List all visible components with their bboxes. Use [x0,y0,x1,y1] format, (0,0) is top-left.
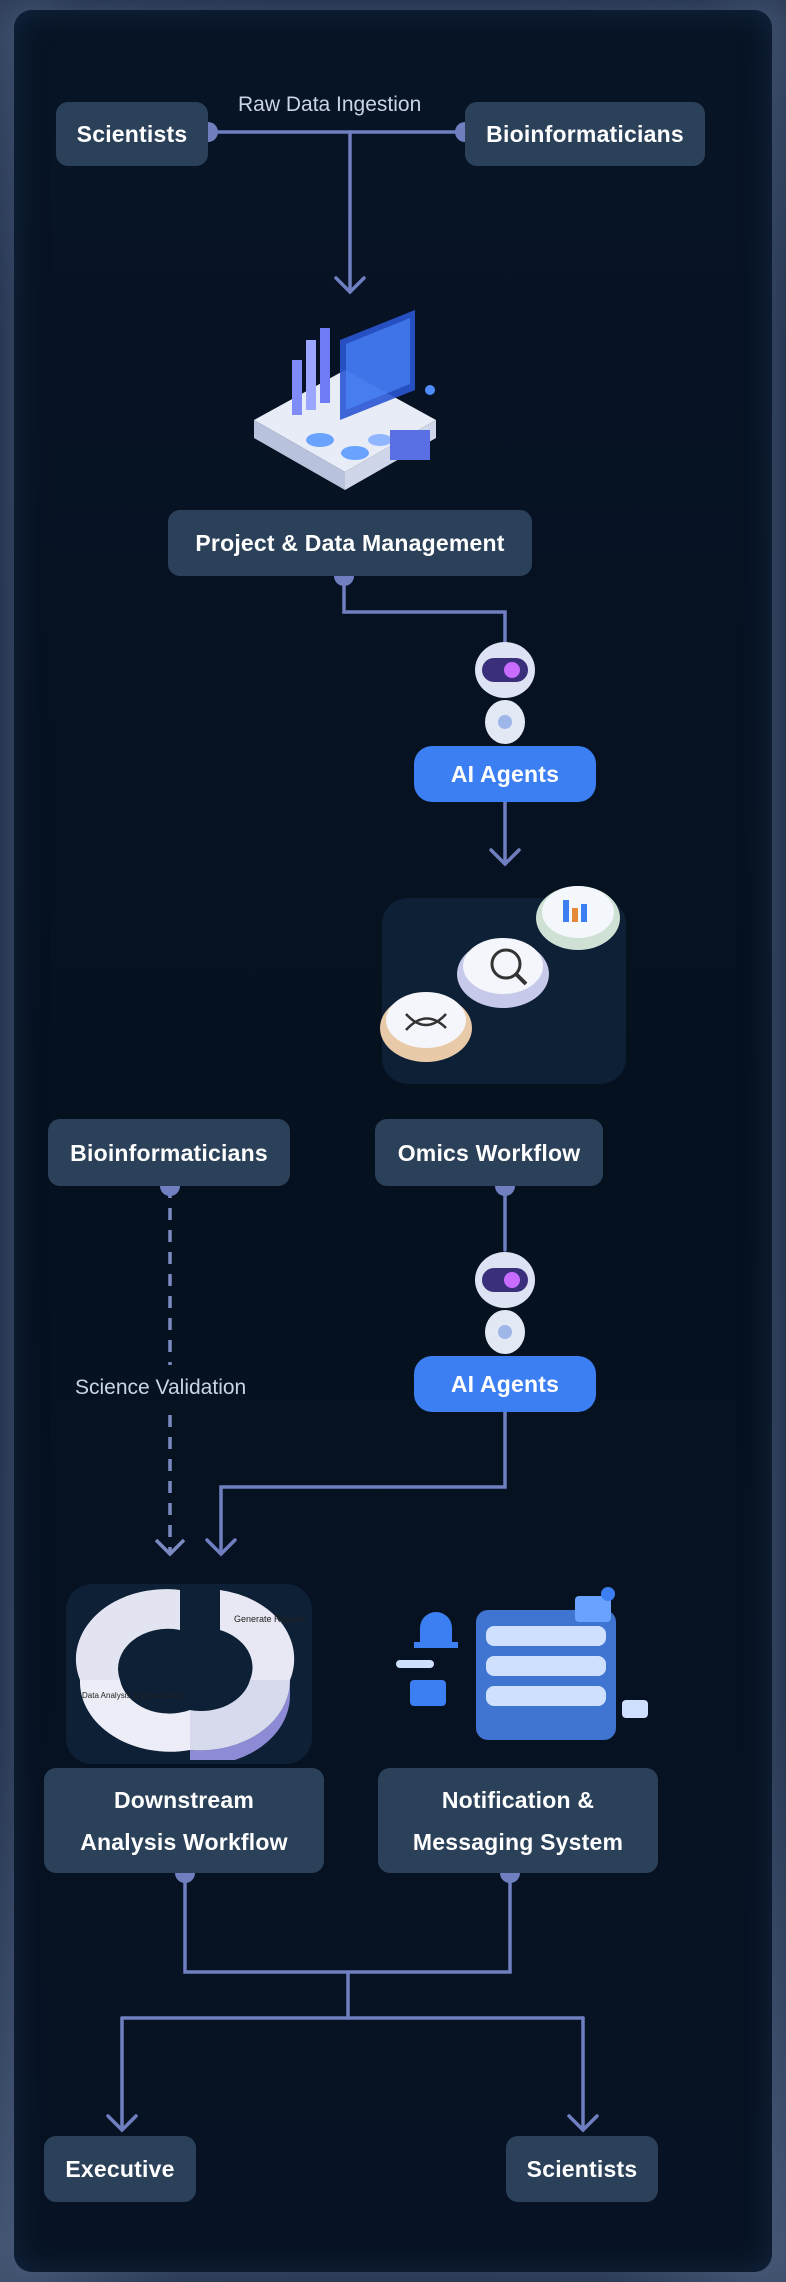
node-label: Project & Data Management [195,530,505,556]
arrow-ingestion [334,276,366,295]
connector-agents-downstream [219,1410,507,1554]
node-ai-agents-2: AI Agents [414,1356,596,1412]
node-bioinformaticians-top: Bioinformaticians [465,102,705,166]
connector-project-agents [342,574,507,652]
robot-icon-2 [475,1252,535,1354]
node-scientists-top: Scientists [56,102,208,166]
node-label: Omics Workflow [397,1139,581,1166]
node-label: Scientists [526,2156,638,2182]
arrow-omics [489,848,521,867]
generate-reports-text: Generate Reports [234,1614,306,1624]
node-label: Bioinformaticians [70,1139,268,1166]
arrow-executive [106,2114,138,2133]
node-notification-messaging-system: Notification & Messaging System [378,1768,658,1873]
label-science-validation: Science Validation [75,1376,247,1399]
node-executive: Executive [44,2136,196,2202]
node-label: Bioinformaticians [486,121,684,147]
node-bioinformaticians-side: Bioinformaticians [48,1119,290,1186]
node-scientists-bottom: Scientists [506,2136,658,2202]
arrow-scientists [567,2114,599,2133]
data-management-illustration [254,310,436,490]
node-label: Scientists [76,121,188,147]
label-raw-data-ingestion: Raw Data Ingestion [238,93,422,116]
node-label: AI Agents [450,1371,560,1397]
arrow-validation [154,1538,186,1557]
node-project-data-management: Project & Data Management [168,510,532,576]
downstream-analysis-illustration: Generate Reports Data Analysis & Visuali… [75,1589,306,1760]
node-label-line2: Messaging System [412,1828,624,1855]
node-downstream-analysis-workflow: Downstream Analysis Workflow [44,1768,324,1873]
node-ai-agents-1: AI Agents [414,746,596,802]
node-label: Executive [65,2156,175,2182]
data-analysis-text: Data Analysis & Visualization [82,1691,185,1700]
node-omics-workflow: Omics Workflow [375,1119,603,1186]
node-label-line1: Notification & [441,1786,595,1813]
arrow-downstream [205,1538,237,1557]
node-label-line2: Analysis Workflow [80,1828,288,1855]
notification-illustration [396,1587,648,1740]
connector-merge [183,1871,512,1974]
omics-illustration [380,886,620,1062]
node-label: AI Agents [450,761,560,787]
robot-icon-1 [475,642,535,744]
node-label-line1: Downstream [113,1786,255,1813]
